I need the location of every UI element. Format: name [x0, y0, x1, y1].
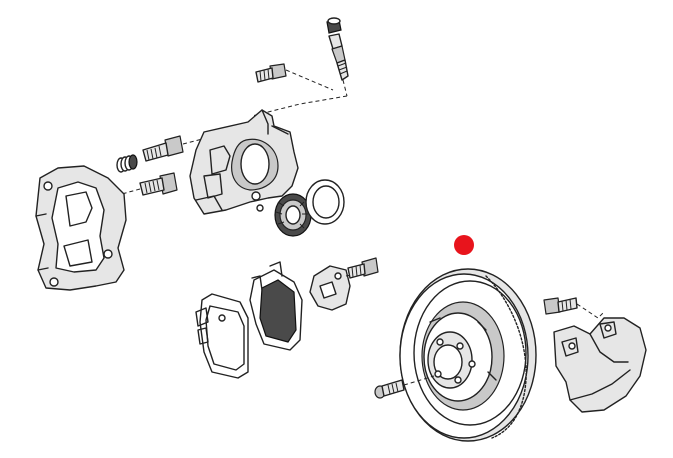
brake-pads [195, 261, 303, 379]
caliper-carrier [35, 165, 127, 291]
clip-bolt [347, 257, 379, 279]
brake-rotor [399, 268, 537, 442]
piston [274, 193, 312, 237]
caliper-housing [189, 109, 299, 215]
bleed-valve [328, 33, 349, 97]
red-marker [454, 235, 474, 255]
splash-shield [553, 317, 647, 413]
splash-shield-bolt [543, 297, 605, 319]
caliper-bolt [255, 63, 334, 91]
pad-clip [309, 265, 357, 311]
carrier-bolt [99, 172, 178, 201]
anti-rattle-spring [116, 154, 138, 173]
leader-line-bleed [251, 95, 348, 117]
guide-pin-bolt [142, 135, 207, 162]
bleed-valve-cap [326, 17, 342, 34]
rotor-bolt [374, 375, 435, 399]
piston-seal-ring [305, 179, 345, 225]
